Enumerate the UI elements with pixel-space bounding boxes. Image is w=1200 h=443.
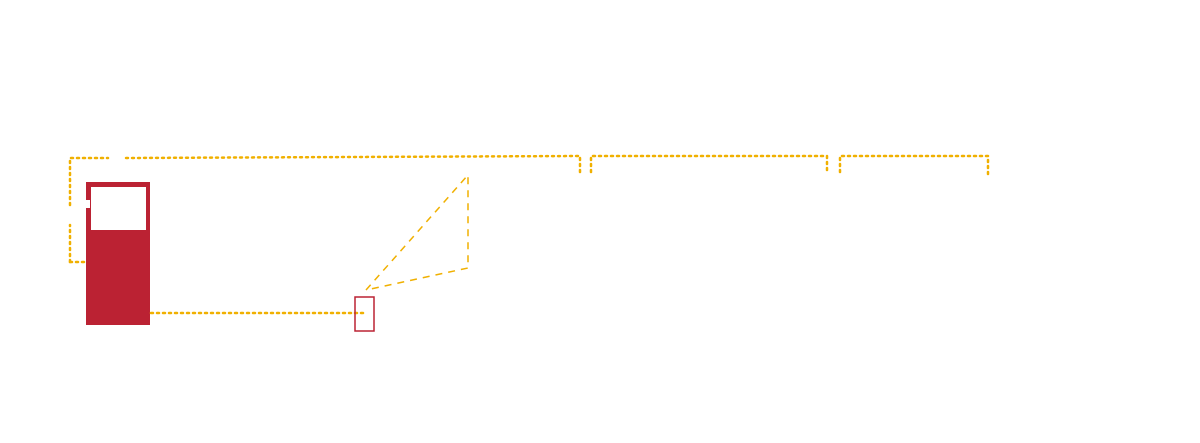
bracket-segment-middle — [589, 154, 829, 174]
large-red-block — [84, 182, 150, 325]
dashed-triangle — [365, 173, 469, 291]
bracket-segment-left — [68, 154, 582, 264]
bracket-segment-right — [838, 154, 990, 178]
small-red-box — [354, 296, 375, 332]
top-dotted-bracket — [68, 154, 990, 264]
